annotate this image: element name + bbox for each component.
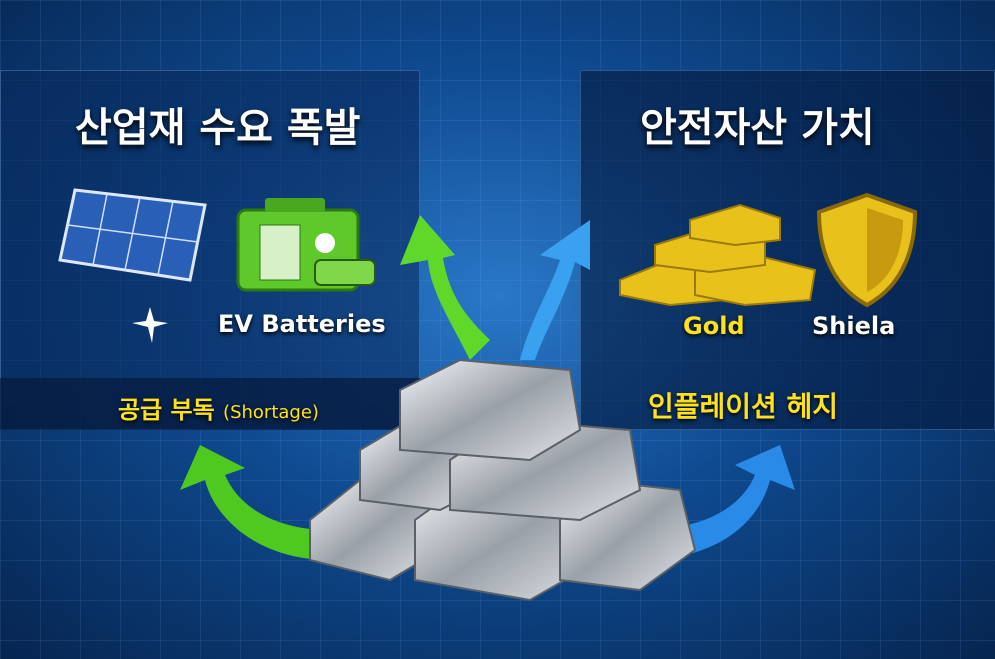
shield-icon xyxy=(816,192,918,308)
shortage-sub: (Shortage) xyxy=(223,402,319,423)
plane-icon xyxy=(132,307,168,343)
solar-panel-icon xyxy=(58,188,207,282)
green-left-arrow xyxy=(180,445,330,560)
gold-bars-icon xyxy=(619,203,817,307)
safe-asset-panel xyxy=(580,70,995,430)
right-title: 안전자산 가치 xyxy=(640,105,875,151)
inflation-hedge-label: 인플레이션 헤지 xyxy=(648,390,839,423)
shortage-main: 공급 부독 xyxy=(118,396,215,424)
gold-label: Gold xyxy=(683,312,745,340)
green-up-arrow xyxy=(400,215,490,360)
ev-batteries-label: EV Batteries xyxy=(218,310,386,338)
silver-bars-icon xyxy=(309,358,697,602)
blue-up-arrow xyxy=(520,220,590,360)
shortage-band xyxy=(0,378,420,430)
shortage-label: 공급 부독 (Shortage) xyxy=(118,390,319,425)
ev-battery-icon xyxy=(236,198,376,292)
left-title: 산업재 수요 폭발 xyxy=(75,105,361,151)
shield-label: Shiela xyxy=(812,312,896,340)
